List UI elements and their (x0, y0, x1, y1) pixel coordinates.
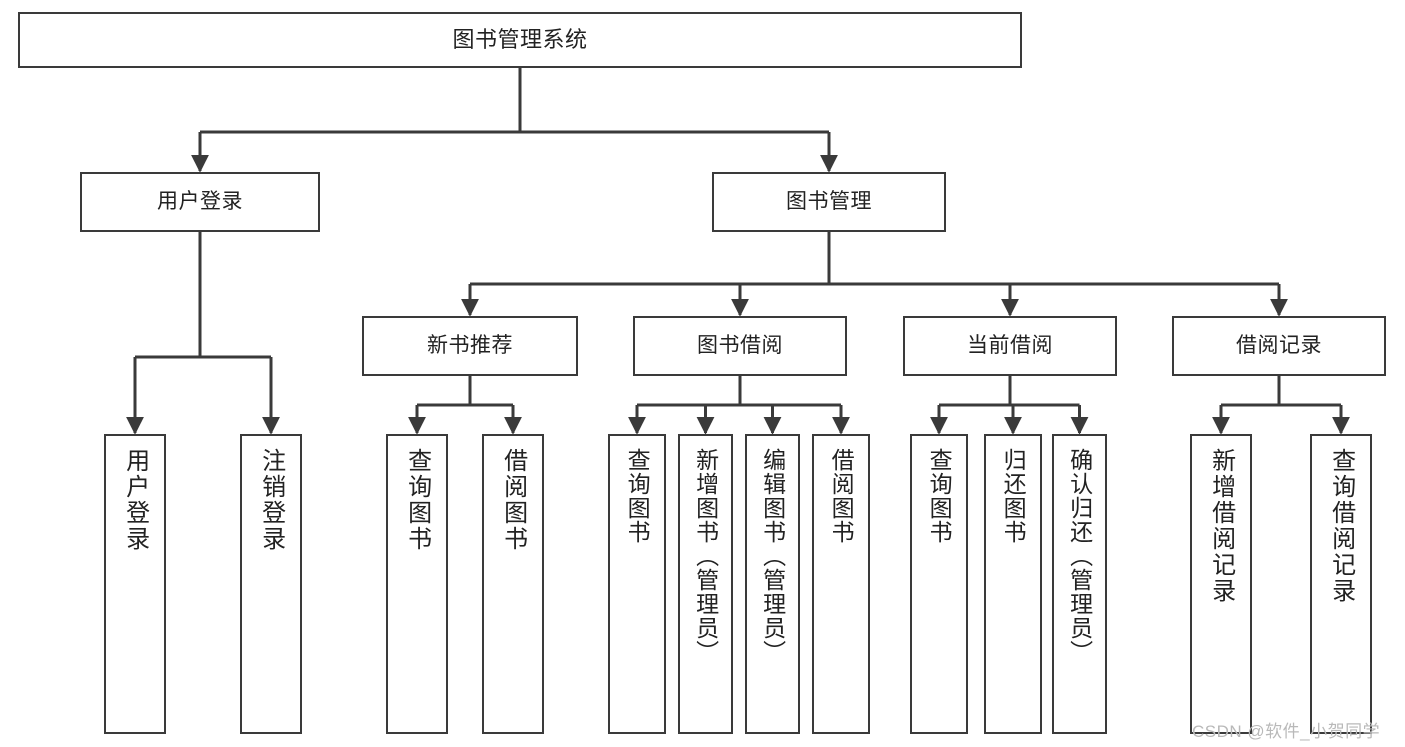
leaf-edit-book[interactable]: 编辑图书（管理员） (745, 434, 800, 734)
node-user-login-label: 用户登录 (157, 189, 243, 213)
node-book-borrow-label: 图书借阅 (697, 333, 783, 357)
leaf-query-borrow-record[interactable]: 查询借阅记录 (1310, 434, 1372, 734)
leaf-add-borrow-record-label: 新增借阅记录 (1207, 448, 1235, 604)
node-book-manage-label: 图书管理 (786, 189, 872, 213)
node-book-manage[interactable]: 图书管理 (712, 172, 946, 232)
leaf-confirm-return-label: 确认归还（管理员） (1066, 448, 1093, 664)
leaf-borrow-book-2[interactable]: 借阅图书 (812, 434, 870, 734)
node-root-label: 图书管理系统 (452, 27, 588, 53)
leaf-query-borrow-record-label: 查询借阅记录 (1327, 448, 1355, 604)
leaf-logout-label: 注销登录 (257, 448, 285, 552)
leaf-query-book-1-label: 查询图书 (403, 448, 431, 552)
leaf-logout[interactable]: 注销登录 (240, 434, 302, 734)
node-new-book-recommend-label: 新书推荐 (427, 333, 513, 357)
node-book-borrow[interactable]: 图书借阅 (633, 316, 847, 376)
leaf-add-book[interactable]: 新增图书（管理员） (678, 434, 733, 734)
leaf-return-book-label: 归还图书 (1000, 448, 1027, 544)
node-root[interactable]: 图书管理系统 (18, 12, 1022, 68)
leaf-add-book-label: 新增图书（管理员） (692, 448, 719, 664)
node-current-borrow[interactable]: 当前借阅 (903, 316, 1117, 376)
node-user-login[interactable]: 用户登录 (80, 172, 320, 232)
leaf-user-login[interactable]: 用户登录 (104, 434, 166, 734)
leaf-return-book[interactable]: 归还图书 (984, 434, 1042, 734)
leaf-confirm-return[interactable]: 确认归还（管理员） (1052, 434, 1107, 734)
leaf-borrow-book-2-label: 借阅图书 (828, 448, 855, 544)
node-borrow-record[interactable]: 借阅记录 (1172, 316, 1386, 376)
leaf-edit-book-label: 编辑图书（管理员） (759, 448, 786, 664)
leaf-query-book-2[interactable]: 查询图书 (608, 434, 666, 734)
leaf-add-borrow-record[interactable]: 新增借阅记录 (1190, 434, 1252, 734)
leaf-query-book-1[interactable]: 查询图书 (386, 434, 448, 734)
leaf-query-book-3-label: 查询图书 (926, 448, 953, 544)
watermark: CSDN @软件_小贺同学 (1192, 722, 1381, 741)
leaf-query-book-3[interactable]: 查询图书 (910, 434, 968, 734)
leaf-borrow-book-1-label: 借阅图书 (499, 448, 527, 552)
leaf-query-book-2-label: 查询图书 (624, 448, 651, 544)
node-borrow-record-label: 借阅记录 (1236, 333, 1322, 357)
node-new-book-recommend[interactable]: 新书推荐 (362, 316, 578, 376)
node-current-borrow-label: 当前借阅 (967, 333, 1053, 357)
leaf-borrow-book-1[interactable]: 借阅图书 (482, 434, 544, 734)
leaf-user-login-label: 用户登录 (121, 448, 149, 552)
